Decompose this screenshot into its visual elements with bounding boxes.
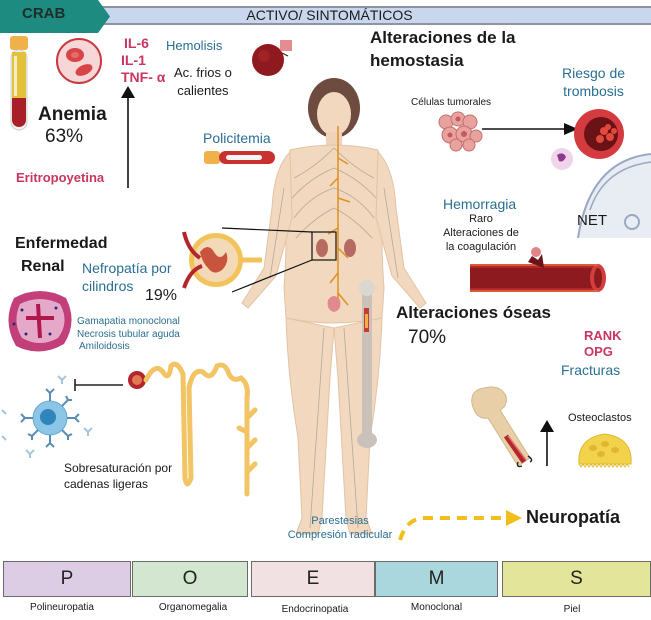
cytokine-il1: IL-1 bbox=[121, 52, 146, 68]
policitemia-label: Policitemia bbox=[203, 130, 271, 146]
dashed-arrow-icon bbox=[398, 510, 522, 541]
renal-cause-item: Gamapatia monoclonal bbox=[77, 316, 180, 327]
activo-sintomaticos-band bbox=[60, 6, 651, 25]
osteoclastos-label: Osteoclastos bbox=[568, 412, 632, 424]
osteoclast-icon bbox=[578, 433, 632, 468]
poems-box-o: O bbox=[132, 561, 248, 597]
poems-box-p: P bbox=[3, 561, 131, 597]
riesgo-line: Riesgo de bbox=[562, 65, 626, 81]
hemolisis-label: Hemolisis bbox=[166, 38, 223, 53]
glomerulus-icon bbox=[182, 231, 262, 289]
hemorragia-detail-line: Raro bbox=[469, 213, 493, 225]
nefropatia-label: Nefropatía por cilindros bbox=[82, 259, 172, 295]
riesgo-line: trombosis bbox=[563, 83, 624, 99]
femur-bone-icon bbox=[471, 386, 533, 468]
lysed-cell-icon bbox=[252, 40, 292, 76]
nefropatia-line: cilindros bbox=[82, 278, 134, 294]
cytokine-list: IL-6 IL-1 TNF- α bbox=[121, 35, 165, 86]
poems-label-e: Endocrinopatia bbox=[281, 604, 349, 615]
sobresaturacion-line: Sobresaturación por bbox=[64, 461, 173, 475]
net-cell-icon bbox=[577, 153, 651, 238]
crab-banner bbox=[0, 0, 110, 33]
cytokine-tnf: TNF- α bbox=[121, 69, 166, 85]
nefropatia-line: Nefropatía por bbox=[82, 260, 172, 276]
neuropatia-detail-line: Compresión radicular bbox=[287, 529, 393, 541]
thrombus-vessel-icon bbox=[574, 109, 624, 159]
neuropatia-detail: Parestesias Compresión radicular bbox=[282, 514, 398, 542]
horizontal-blood-tube-icon bbox=[204, 151, 275, 164]
hemorragia-detail-line: Alteraciones de bbox=[443, 227, 519, 239]
nephron-tubule-icon bbox=[128, 361, 258, 497]
sobresaturacion-line: cadenas ligeras bbox=[64, 477, 149, 491]
neuropatia-detail-line: Parestesias bbox=[311, 515, 369, 527]
bleeding-vessel-icon bbox=[470, 247, 606, 292]
poems-label-s: Piel bbox=[563, 604, 581, 615]
riesgo-trombosis-label: Riesgo de trombosis bbox=[562, 64, 625, 100]
bone-marker-rank: RANK bbox=[584, 328, 622, 343]
neuropatia-title: Neuropatía bbox=[526, 507, 621, 527]
oseas-percent: 70% bbox=[408, 327, 447, 348]
net-label: NET bbox=[577, 212, 607, 229]
poems-box-s: S bbox=[502, 561, 651, 597]
sobresaturacion-label: Sobresaturación por cadenas ligeras bbox=[64, 460, 172, 492]
hemostasia-title-line: hemostasia bbox=[370, 51, 464, 70]
inhibition-line-icon bbox=[74, 379, 123, 391]
renal-tissue-icon bbox=[8, 291, 72, 352]
renal-cause-item: Necrosis tubular aguda bbox=[77, 328, 180, 340]
poems-label-m: Monoclonal bbox=[410, 602, 463, 613]
hemostasia-title: Alteraciones de la hemostasia bbox=[370, 26, 516, 72]
poems-box-m: M bbox=[375, 561, 498, 597]
alteraciones-oseas-title: Alteraciones óseas bbox=[396, 303, 551, 322]
poems-label-o: Organomegalia bbox=[158, 602, 228, 613]
poems-label-p: Polineuropatia bbox=[30, 602, 94, 613]
blood-tube-icon bbox=[10, 36, 28, 131]
tumor-cells-icon bbox=[438, 111, 483, 152]
hemorragia-label: Hemorragia bbox=[443, 196, 517, 212]
increase-arrow-icon bbox=[540, 420, 554, 466]
arrow-to-thrombus-icon bbox=[482, 123, 578, 135]
red-blood-cell-icon bbox=[56, 38, 102, 84]
hemolisis-detail-line: calientes bbox=[177, 83, 229, 98]
hemorragia-detail-line: la coagulación bbox=[445, 241, 517, 253]
hemolisis-detail-line: Ac. frios o bbox=[174, 65, 232, 80]
renal-title-line: Enfermedad bbox=[15, 235, 108, 252]
eritropoyetina-label: Eritropoyetina bbox=[16, 170, 105, 185]
zoom-connector-lines bbox=[222, 227, 313, 293]
neutrophil-icon bbox=[551, 148, 573, 170]
human-body-illustration bbox=[241, 78, 427, 535]
enfermedad-renal-title: Enfermedad Renal bbox=[15, 232, 107, 278]
renal-causes-list: Gamapatia monoclonal Necrosis tubular ag… bbox=[77, 316, 180, 354]
poems-box-e: E bbox=[251, 561, 375, 597]
bone-marker-opg: OPG bbox=[584, 344, 613, 359]
renal-title-line: Renal bbox=[21, 258, 65, 275]
up-arrow-icon bbox=[121, 86, 135, 188]
anemia-title: Anemia bbox=[38, 104, 107, 125]
renal-cause-item: Amiloidosis bbox=[79, 341, 130, 352]
bone-markers: RANK OPG bbox=[584, 328, 622, 360]
plasma-cell-icon bbox=[1, 375, 93, 458]
fracturas-label: Fracturas bbox=[561, 362, 621, 378]
celulas-tumorales-label: Células tumorales bbox=[411, 97, 492, 108]
cytokine-il6: IL-6 bbox=[124, 35, 149, 51]
band-title: ACTIVO/ SINTOMÁTICOS bbox=[246, 7, 413, 23]
hemorragia-detail: Raro Alteraciones de la coagulación bbox=[432, 212, 530, 254]
anemia-percent: 63% bbox=[45, 126, 84, 147]
renal-percent: 19% bbox=[145, 287, 178, 304]
hemolisis-detail: Ac. frios o calientes bbox=[174, 64, 232, 100]
hemostasia-title-line: Alteraciones de la bbox=[370, 28, 516, 47]
crab-label: CRAB bbox=[22, 5, 66, 22]
